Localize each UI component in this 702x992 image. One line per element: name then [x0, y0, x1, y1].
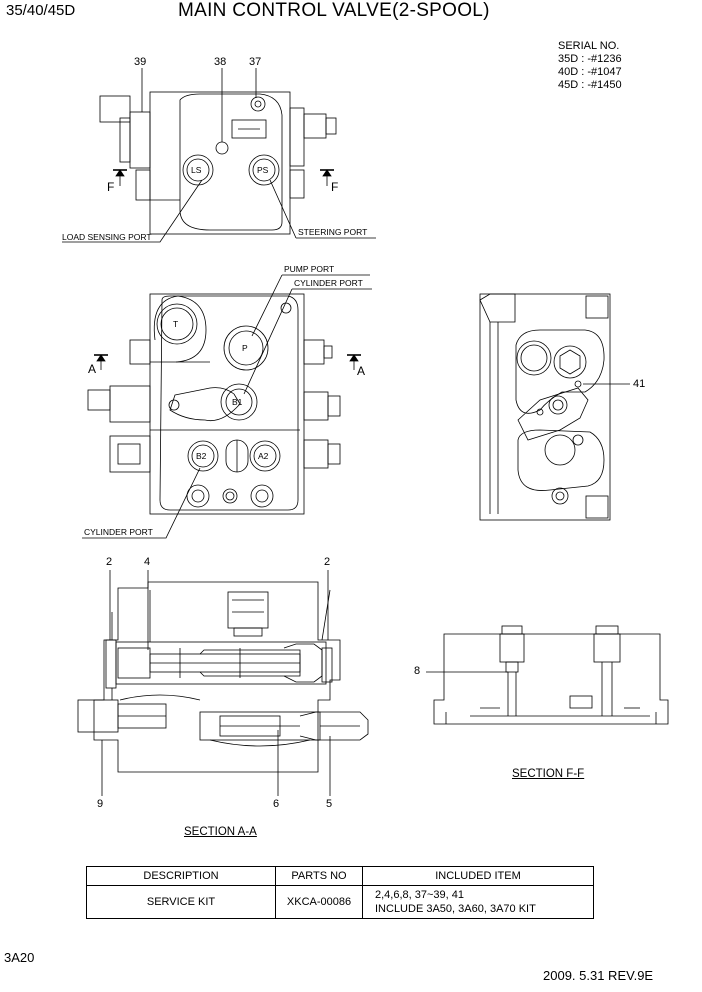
- side-view: [479, 293, 611, 521]
- table-row: SERVICE KIT XKCA-00086 2,4,6,8, 37~39, 4…: [86, 885, 594, 919]
- cylinder-port-top-label: CYLINDER PORT: [294, 278, 363, 288]
- serial-40d: 40D : -#1047: [558, 66, 622, 78]
- callout-5: 5: [326, 798, 333, 810]
- section-f-right-label: F: [331, 180, 339, 194]
- leader-steering: [269, 179, 376, 239]
- section-ff-title: SECTION F-F: [512, 768, 585, 780]
- b1-port-inner: [225, 388, 253, 416]
- section-f-left-label: F: [107, 180, 115, 194]
- ps-port-label: PS: [257, 165, 269, 175]
- page-id: 3A20: [4, 950, 35, 965]
- included-line-2: INCLUDE 3A50, 3A60, 3A70 KIT: [375, 903, 536, 915]
- b1-port-label: B1: [232, 397, 243, 407]
- cell-included-item: 2,4,6,8, 37~39, 41 INCLUDE 3A50, 3A60, 3…: [362, 885, 594, 919]
- callout-9: 9: [97, 798, 104, 810]
- front-view: [87, 293, 341, 515]
- top-view: [99, 91, 337, 235]
- ls-port-inner: [186, 158, 210, 182]
- callout-37: 37: [249, 56, 262, 68]
- section-ff-view: [433, 625, 669, 725]
- section-a-left-label: A: [88, 362, 97, 376]
- section-f-arrow-left: [113, 169, 127, 186]
- leader-load-sensing: [62, 179, 203, 243]
- t-port-label: T: [173, 319, 179, 329]
- col-included-item: INCLUDED ITEM: [362, 866, 594, 886]
- cylinder-port-bottom-label: CYLINDER PORT: [84, 527, 153, 537]
- callout-4: 4: [144, 556, 151, 568]
- included-line-1: 2,4,6,8, 37~39, 41: [375, 889, 464, 901]
- a2-port: [249, 440, 281, 472]
- steering-port-label: STEERING PORT: [298, 227, 368, 237]
- callout-6: 6: [273, 798, 280, 810]
- cell-description: SERVICE KIT: [86, 885, 276, 919]
- ps-port: [248, 154, 280, 186]
- page-title: MAIN CONTROL VALVE(2-SPOOL): [178, 0, 490, 21]
- a2-port-inner: [253, 444, 277, 468]
- model-label: 35/40/45D: [6, 2, 76, 19]
- service-kit-table: DESCRIPTION PARTS NO INCLUDED ITEM SERVI…: [86, 866, 594, 919]
- serial-35d: 35D : -#1236: [558, 53, 622, 65]
- section-aa-view: [77, 581, 369, 773]
- b2-port-label: B2: [196, 451, 207, 461]
- t-port: [156, 303, 198, 345]
- ls-port: [182, 154, 214, 186]
- p-port-inner: [228, 330, 264, 366]
- serial-heading: SERIAL NO.: [558, 40, 620, 52]
- b1-port: [220, 383, 258, 421]
- ps-port-inner: [252, 158, 276, 182]
- section-aa-title: SECTION A-A: [184, 826, 257, 838]
- cell-parts-no: XKCA-00086: [275, 885, 363, 919]
- callout-2-right: 2: [324, 556, 331, 568]
- b2-port-inner: [191, 444, 215, 468]
- callout-8: 8: [414, 665, 421, 677]
- b2-port: [187, 440, 219, 472]
- leader-cylinder-top: [243, 288, 372, 395]
- leader-pump: [251, 274, 370, 337]
- col-description: DESCRIPTION: [86, 866, 276, 886]
- a2-port-label: A2: [258, 451, 269, 461]
- pump-port-label: PUMP PORT: [284, 264, 335, 274]
- callout-2-left: 2: [106, 556, 113, 568]
- col-parts-no: PARTS NO: [275, 866, 363, 886]
- callout-39: 39: [134, 56, 147, 68]
- section-a-arrow-right: [347, 354, 361, 370]
- t-port-inner: [160, 307, 194, 341]
- p-port: [223, 325, 269, 371]
- p-port-label: P: [242, 343, 248, 353]
- ls-port-label: LS: [191, 165, 202, 175]
- revision-date: 2009. 5.31 REV.9E: [543, 968, 654, 983]
- section-a-arrow-left: [94, 354, 108, 370]
- load-sensing-port-label: LOAD SENSING PORT: [62, 232, 152, 242]
- section-a-right-label: A: [357, 364, 366, 378]
- callout-41: 41: [633, 378, 646, 390]
- section-f-arrow-right: [320, 169, 334, 186]
- leader-cylinder-bottom: [82, 467, 201, 539]
- serial-45d: 45D : -#1450: [558, 79, 622, 91]
- callout-38: 38: [214, 56, 227, 68]
- table-header-row: DESCRIPTION PARTS NO INCLUDED ITEM: [86, 866, 594, 886]
